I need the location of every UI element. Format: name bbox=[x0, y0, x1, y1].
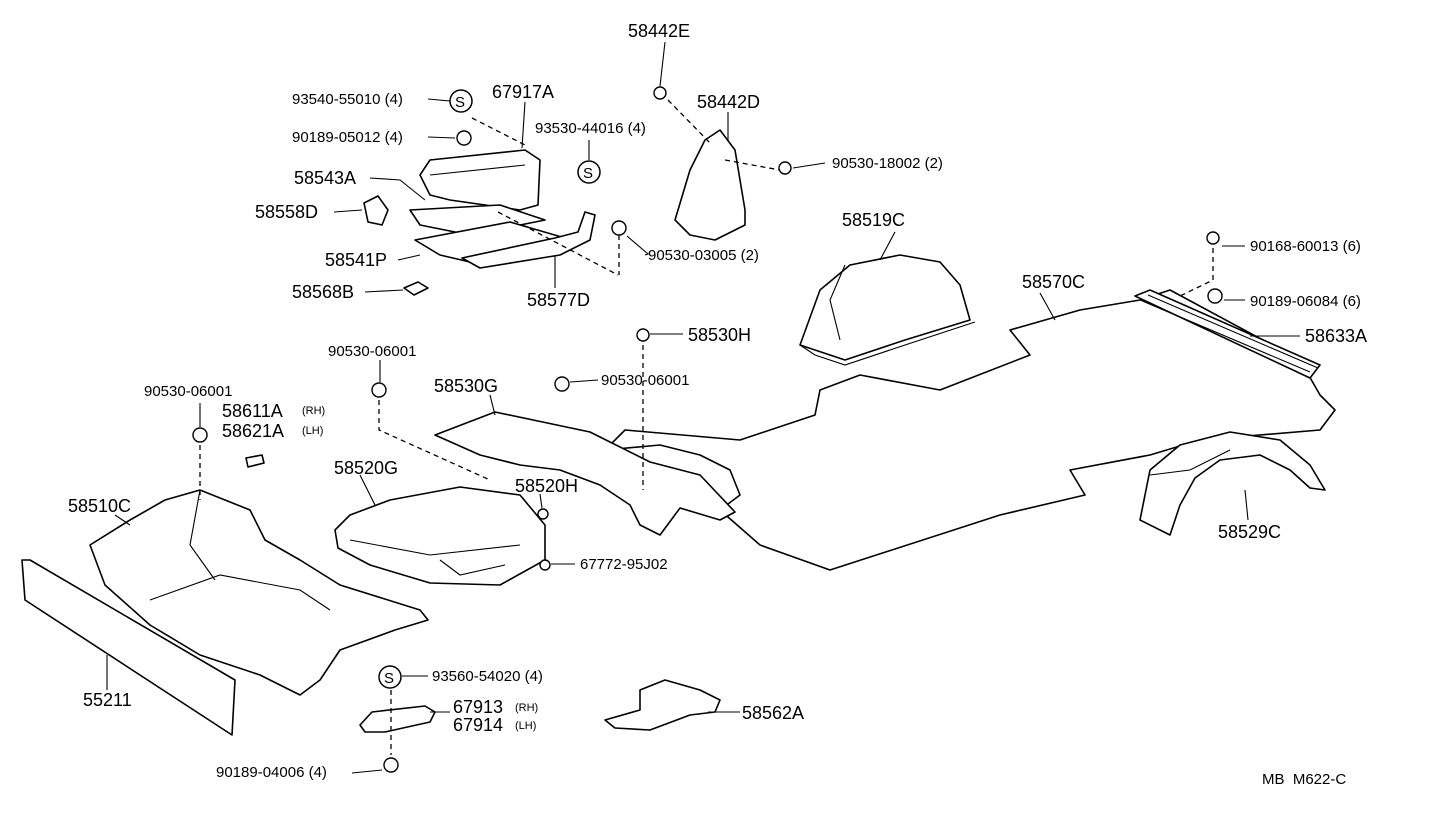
clip-90530-06001-b bbox=[554, 376, 570, 392]
clip-58520H bbox=[537, 508, 549, 520]
label-90530-18002: 90530-18002 (2) bbox=[832, 155, 943, 172]
label-93540-55010: 93540-55010 (4) bbox=[292, 91, 403, 108]
label-58541P: 58541P bbox=[325, 250, 387, 270]
screw-90189-04006 bbox=[383, 757, 399, 773]
wheelhouse-58529C bbox=[1139, 431, 1326, 536]
panel-55211 bbox=[21, 559, 236, 736]
label-58621A: 58621A bbox=[222, 421, 284, 441]
clip-67772 bbox=[539, 559, 551, 571]
label-58611A-sub: (RH) bbox=[302, 405, 325, 417]
insulator-58530G bbox=[434, 411, 736, 536]
label-67772-95J02: 67772-95J02 bbox=[580, 556, 668, 573]
bolt-90530-03005 bbox=[611, 220, 627, 236]
s-symbol-93560: S bbox=[378, 665, 402, 689]
grommet-90530-18002 bbox=[778, 161, 792, 175]
clip-58530H bbox=[636, 328, 650, 342]
label-55211: 55211 bbox=[83, 690, 132, 710]
label-90189-04006: 90189-04006 (4) bbox=[216, 764, 327, 781]
label-58442D: 58442D bbox=[697, 92, 760, 112]
label-58529C: 58529C bbox=[1218, 522, 1281, 542]
clip-90189-06084 bbox=[1207, 288, 1223, 304]
floor-mat-58570C bbox=[604, 289, 1336, 571]
label-58530G: 58530G bbox=[434, 376, 498, 396]
s-symbol-93530: S bbox=[577, 160, 601, 184]
label-93560-54020: 93560-54020 (4) bbox=[432, 668, 543, 685]
label-67913: 67913 bbox=[453, 697, 503, 717]
label-58510C: 58510C bbox=[68, 496, 131, 516]
cover-58442D bbox=[674, 129, 746, 241]
label-93530-44016: 93530-44016 (4) bbox=[535, 120, 646, 137]
label-58558D: 58558D bbox=[255, 202, 318, 222]
label-58530H: 58530H bbox=[688, 325, 751, 345]
strip-58633A bbox=[1134, 289, 1321, 379]
s-symbol-text: S bbox=[384, 670, 394, 687]
sheet-58562A bbox=[604, 679, 721, 731]
label-58519C: 58519C bbox=[842, 210, 905, 230]
label-67914-sub: (LH) bbox=[515, 720, 536, 732]
label-58611A: 58611A bbox=[222, 401, 283, 421]
label-90530-03005: 90530-03005 (2) bbox=[648, 247, 759, 264]
bracket-67917A bbox=[419, 149, 541, 211]
s-symbol-text: S bbox=[583, 165, 593, 182]
clip-58611A bbox=[245, 454, 265, 468]
screw-90168 bbox=[1206, 231, 1220, 245]
label-90530-06001-a: 90530-06001 bbox=[328, 343, 416, 360]
footer-code: MB M622-C bbox=[1262, 771, 1346, 788]
label-58570C: 58570C bbox=[1022, 272, 1085, 292]
clip-90189-05012 bbox=[456, 130, 472, 146]
label-67917A: 67917A bbox=[492, 82, 554, 102]
pad-58558D bbox=[363, 195, 389, 226]
label-67914: 67914 bbox=[453, 715, 503, 735]
clip-90530-06001-a bbox=[371, 382, 387, 398]
label-58577D: 58577D bbox=[527, 290, 590, 310]
label-90530-06001-c: 90530-06001 bbox=[144, 383, 232, 400]
label-90530-06001-b: 90530-06001 bbox=[601, 372, 689, 389]
s-symbol-93540: S bbox=[449, 89, 473, 113]
label-90189-06084: 90189-06084 (6) bbox=[1250, 293, 1361, 310]
label-58520G: 58520G bbox=[334, 458, 398, 478]
label-58442E: 58442E bbox=[628, 21, 690, 41]
label-58562A: 58562A bbox=[742, 703, 804, 723]
label-58520H: 58520H bbox=[515, 476, 578, 496]
tray-58520G bbox=[334, 486, 546, 586]
label-90168-60013: 90168-60013 (6) bbox=[1250, 238, 1361, 255]
s-symbol-text: S bbox=[455, 94, 465, 111]
label-58633A: 58633A bbox=[1305, 326, 1367, 346]
clip-58568B bbox=[403, 281, 429, 296]
label-58568B: 58568B bbox=[292, 282, 354, 302]
bracket-67913 bbox=[359, 705, 436, 733]
label-67913-sub: (RH) bbox=[515, 702, 538, 714]
label-58621A-sub: (LH) bbox=[302, 425, 323, 437]
label-58543A: 58543A bbox=[294, 168, 356, 188]
clip-58442E bbox=[653, 86, 667, 100]
label-90189-05012: 90189-05012 (4) bbox=[292, 129, 403, 146]
clip-90530-06001-c bbox=[192, 427, 208, 443]
cover-58519C bbox=[799, 254, 971, 361]
bracket-58577D bbox=[461, 211, 596, 269]
